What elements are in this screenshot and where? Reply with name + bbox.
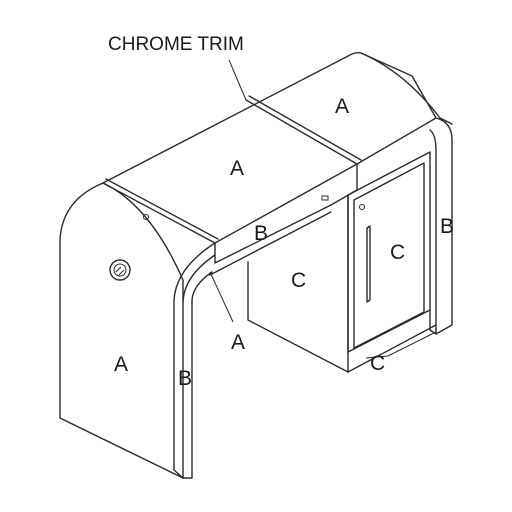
label-front-right-door: C — [390, 241, 405, 264]
right-end-panel-base — [429, 329, 437, 335]
door-handle — [366, 225, 371, 303]
grommet-icon — [109, 259, 131, 281]
leader-bottom-c — [365, 331, 437, 359]
front-strip-lower — [209, 211, 332, 276]
label-chrome-trim-front: A — [231, 331, 245, 354]
front-strip — [214, 163, 358, 264]
door-lock-icon — [359, 204, 365, 210]
label-top-middle-panel: A — [230, 157, 244, 180]
chrome-trim-band-right — [245, 95, 362, 165]
grommet-inner-icon — [113, 263, 127, 277]
screw-hole-icon — [143, 214, 149, 220]
chrome-trim-band-left — [102, 178, 219, 244]
cabinet-bottom-edge — [347, 324, 437, 373]
right-end-panel — [429, 117, 453, 335]
label-left-end-edge: B — [178, 367, 192, 390]
grommet-slot-icon — [115, 266, 125, 276]
cabinet-door-inner — [353, 162, 425, 349]
label-right-end-edge: B — [440, 215, 454, 238]
label-bottom-edge: C — [370, 352, 385, 375]
label-front-left-door: C — [291, 269, 306, 292]
left-end-panel-back-curve — [102, 182, 184, 303]
leader-trim-a — [209, 271, 234, 323]
strip-tab — [321, 195, 329, 201]
top-surface-outline — [102, 51, 437, 244]
top-back-roll — [360, 52, 453, 125]
leader-chrome-trim — [228, 59, 247, 101]
left-end-panel-outline — [59, 182, 184, 479]
cabinet-door-outline — [347, 151, 431, 353]
left-end-panel-front-edge — [173, 242, 216, 479]
callout-chrome-trim: CHROME TRIM — [108, 34, 244, 55]
label-left-end-panel: A — [114, 353, 128, 376]
label-front-edge-strip: B — [254, 222, 268, 245]
label-top-right-panel: A — [335, 95, 349, 118]
